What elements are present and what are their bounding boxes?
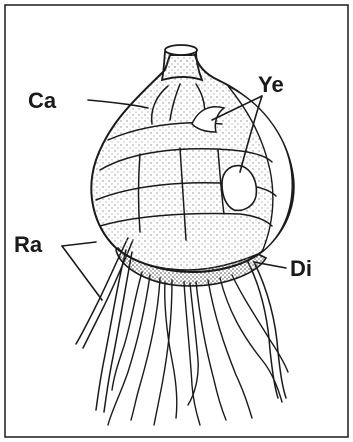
neck-opening	[165, 45, 197, 55]
label-ra: Ra	[14, 232, 43, 257]
label-di: Di	[290, 256, 312, 281]
label-ca: Ca	[28, 88, 57, 113]
inner-bud-lower	[222, 166, 256, 211]
label-ye: Ye	[258, 72, 284, 97]
